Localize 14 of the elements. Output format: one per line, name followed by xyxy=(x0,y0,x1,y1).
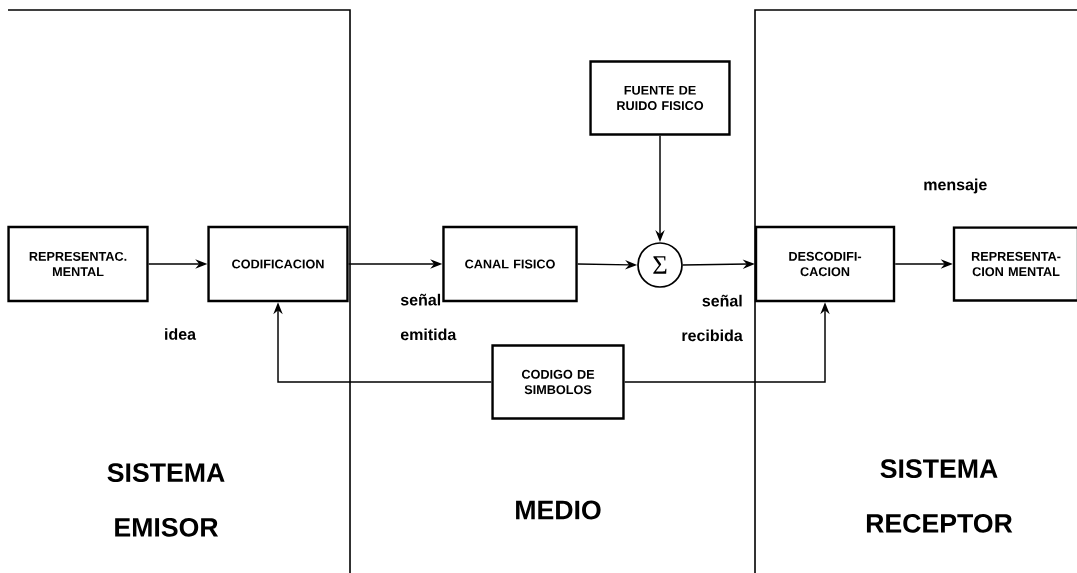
process-box: REPRESENTA- CION MENTAL xyxy=(952,226,1077,302)
process-box: CODIGO DE SIMBOLOS xyxy=(491,344,625,420)
process-box: FUENTE DE RUIDO FISICO xyxy=(589,60,731,136)
signal-label: mensaje xyxy=(924,178,987,194)
summing-junction: Σ xyxy=(637,242,683,288)
process-box: CANAL FISICO xyxy=(442,225,578,303)
region-title: SISTEMA RECEPTOR xyxy=(866,459,1013,533)
signal-label: señal recibida xyxy=(682,294,743,342)
signal-label: idea xyxy=(165,328,197,340)
region-title: MEDIO xyxy=(516,500,601,520)
process-box: DESCODIFI- CACION xyxy=(754,225,896,303)
process-box: REPRESENTAC. MENTAL xyxy=(7,225,149,303)
region-title: SISTEMA EMISOR xyxy=(107,463,225,537)
process-box: CODIFICACION xyxy=(207,225,349,303)
